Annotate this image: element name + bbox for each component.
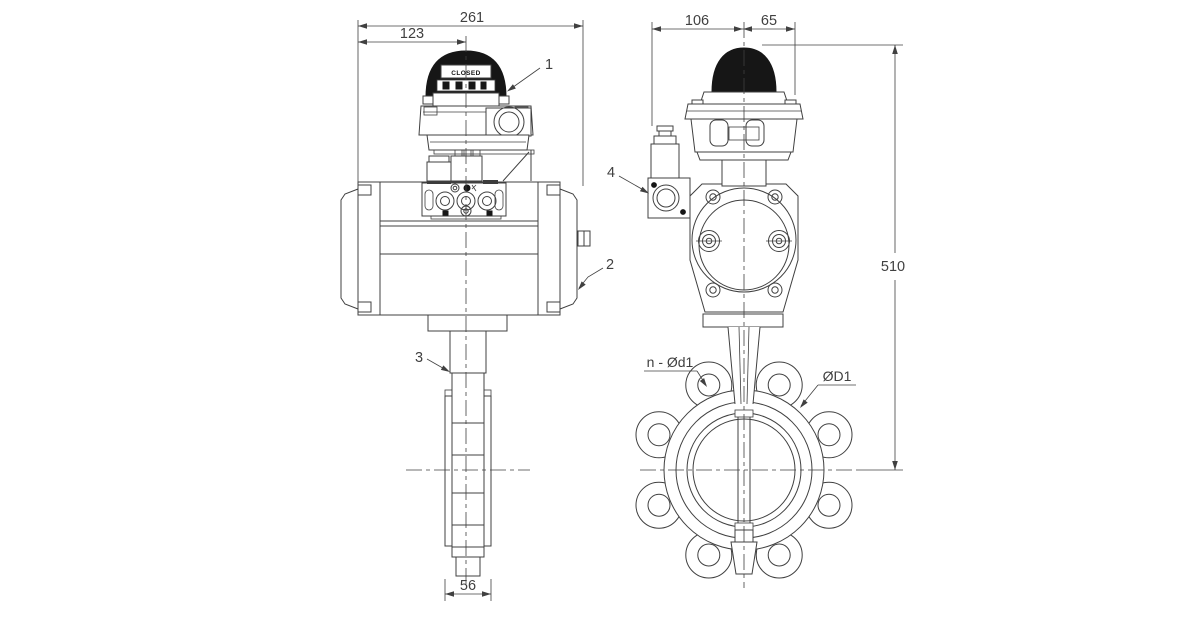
left-end-cap bbox=[340, 188, 359, 310]
callout-1-label: 1 bbox=[545, 57, 553, 73]
callout-1: 1 bbox=[507, 57, 553, 92]
callout-2: 2 bbox=[578, 257, 614, 290]
dimension-65: 65 bbox=[743, 13, 796, 95]
dimension-123: 123 bbox=[358, 26, 466, 45]
dimensions: 261 123 106 65 bbox=[357, 10, 905, 601]
centerlines bbox=[406, 22, 858, 588]
callout-3-label: 3 bbox=[415, 350, 423, 366]
dimension-106: 106 bbox=[651, 13, 743, 126]
dim-510-label: 510 bbox=[881, 259, 905, 275]
front-view: CLOSED bbox=[340, 50, 591, 577]
limit-switch-front: CLOSED bbox=[418, 50, 534, 151]
callout-4: 4 bbox=[607, 165, 649, 194]
solenoid-valve-front bbox=[426, 149, 535, 182]
dim-65-label: 65 bbox=[761, 13, 777, 29]
dimension-56: 56 bbox=[444, 578, 492, 601]
mounting-bracket-front bbox=[427, 314, 508, 332]
callouts: 1 2 3 4 bbox=[415, 57, 649, 372]
indicator-dot bbox=[463, 184, 471, 192]
callout-2-label: 2 bbox=[606, 257, 614, 273]
dimension-261: 261 bbox=[357, 10, 584, 186]
mounting-bracket-side bbox=[702, 313, 784, 328]
label-bolt-holes: n - Ød1 bbox=[644, 354, 707, 387]
bolt-circle-label: ØD1 bbox=[823, 368, 852, 384]
dim-123-label: 123 bbox=[400, 26, 424, 42]
valve-body-front bbox=[427, 314, 508, 577]
solenoid-valve-side bbox=[647, 125, 691, 219]
callout-4-label: 4 bbox=[607, 165, 615, 181]
flange-bolt-holes bbox=[647, 373, 841, 567]
dim-106-label: 106 bbox=[685, 13, 709, 29]
label-bolt-circle: ØD1 bbox=[800, 368, 856, 408]
callout-3: 3 bbox=[415, 350, 450, 372]
right-end-cap bbox=[559, 188, 578, 310]
dim-261-label: 261 bbox=[460, 10, 484, 26]
manifold-ports bbox=[421, 180, 507, 220]
dim-56-label: 56 bbox=[460, 578, 476, 594]
bolt-holes-label: n - Ød1 bbox=[647, 354, 694, 370]
dimension-510: 510 bbox=[762, 44, 905, 471]
valve-neck-front bbox=[449, 330, 487, 374]
labels: n - Ød1 ØD1 bbox=[644, 354, 856, 408]
